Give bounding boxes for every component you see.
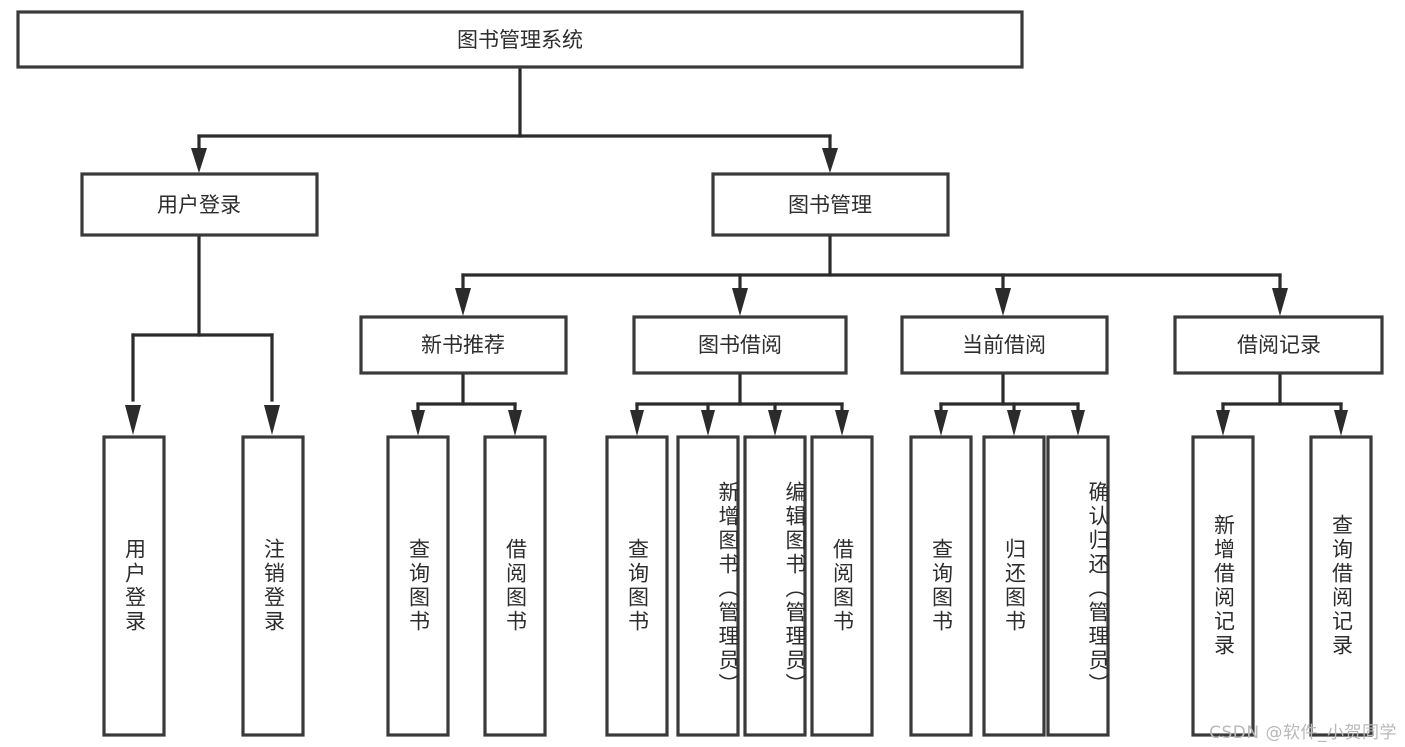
arrow-to-leaf-user-login [125,405,141,435]
arrow-borrow-leaf-2 [701,410,715,436]
node-user-login-box[interactable] [80,172,319,237]
node-borrow-record-box[interactable] [1173,315,1384,375]
leaf-box-confirm-return[interactable] [1046,435,1110,737]
leaf-box-add-record[interactable] [1191,435,1255,737]
leaf-box-borrow-book-1[interactable] [483,435,547,737]
node-root-box[interactable] [16,10,1024,69]
arrow-borrow-leaf-4 [835,410,849,436]
edge-layer [125,65,1348,436]
leaf-box-edit-book[interactable] [743,435,807,737]
node-borrow-record[interactable]: 借阅记录 [1173,315,1384,375]
node-book-management-label: 图书管理 [788,193,872,217]
leaf-box-query-record[interactable] [1309,435,1373,737]
node-root[interactable]: 图书管理系统 [16,10,1024,69]
node-layer: 图书管理系统 用户登录 图书管理 新书推荐 图书借阅 当前 [16,10,1384,737]
node-root-label: 图书管理系统 [457,28,583,52]
node-book-management-box[interactable] [711,172,950,237]
leaf-box-return-book[interactable] [982,435,1046,737]
leaf-box-query-book-2[interactable] [605,435,669,737]
arrow-to-newbook-rec [455,288,471,316]
leaf-box-user-login[interactable] [102,435,166,737]
arrow-record-leaf-1 [1216,410,1230,436]
leaf-box-borrow-book-2[interactable] [810,435,874,737]
node-current-borrow-box[interactable] [900,315,1109,375]
node-new-book-recommend[interactable]: 新书推荐 [359,315,568,375]
arrow-record-leaf-2 [1334,410,1348,436]
node-new-book-recommend-label: 新书推荐 [421,333,505,357]
arrow-borrow-leaf-1 [630,410,644,436]
arrow-current-leaf-3 [1071,410,1085,436]
node-borrow-record-label: 借阅记录 [1237,333,1321,357]
node-user-login-label: 用户登录 [157,193,241,217]
arrow-to-book-mgmt [822,148,838,173]
arrow-current-leaf-1 [934,410,948,436]
node-book-management[interactable]: 图书管理 [711,172,950,237]
arrow-borrow-leaf-3 [768,410,782,436]
node-book-borrow-box[interactable] [632,315,848,375]
arrow-to-leaf-logout [264,405,280,435]
node-book-borrow-label: 图书借阅 [698,333,782,357]
node-user-login[interactable]: 用户登录 [80,172,319,237]
arrow-to-book-borrow [732,288,748,316]
leaf-box-query-book-3[interactable] [909,435,973,737]
node-new-book-recommend-box[interactable] [359,315,568,375]
leaf-box-logout[interactable] [241,435,305,737]
arrow-current-leaf-2 [1007,410,1021,436]
arrow-newbook-leaf-2 [508,410,522,436]
leaf-box-query-book-1[interactable] [386,435,450,737]
arrow-newbook-leaf-1 [411,410,425,436]
arrow-to-user-login [191,148,207,173]
arrow-to-current-borrow [995,288,1011,316]
csdn-watermark: CSDN @软件_小贺同学 [1209,723,1397,743]
node-current-borrow[interactable]: 当前借阅 [900,315,1109,375]
node-book-borrow[interactable]: 图书借阅 [632,315,848,375]
leaf-box-add-book[interactable] [676,435,740,737]
arrow-to-borrow-record [1272,288,1288,316]
node-current-borrow-label: 当前借阅 [962,333,1046,357]
